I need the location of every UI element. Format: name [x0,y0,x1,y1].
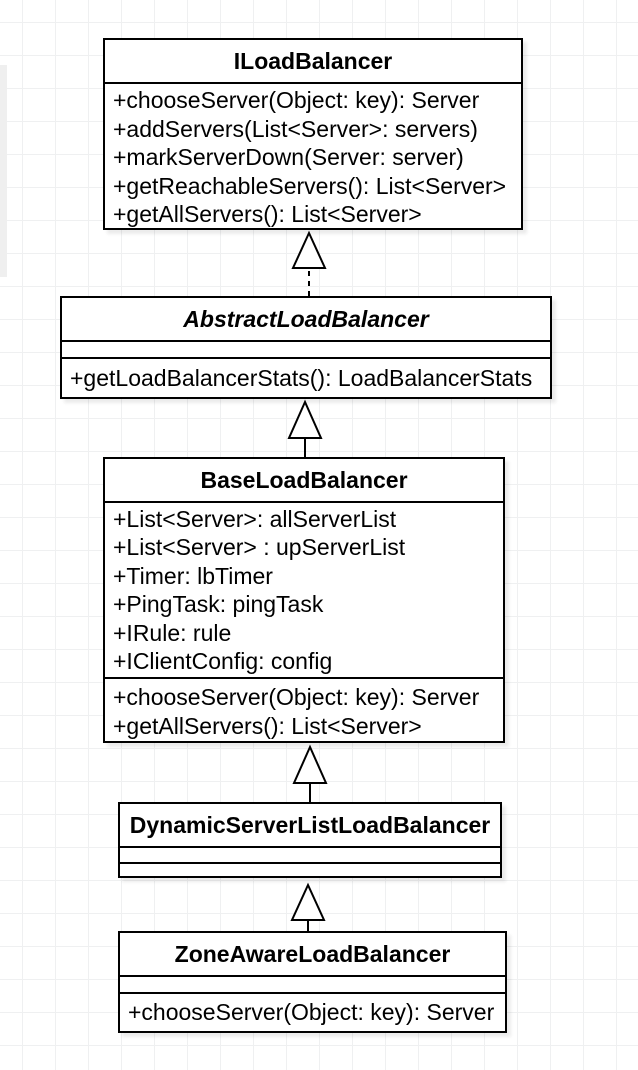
generalization-arrow-zoneaware-to-dynamic[interactable] [290,882,326,931]
realization-arrow-abstract-to-iloadbalancer[interactable] [291,230,327,296]
methods-section: +chooseServer(Object: key): Server +addS… [105,84,521,228]
methods-section: +chooseServer(Object: key): Server [120,992,505,1031]
inheritance-triangle-icon [291,230,327,269]
generalization-arrow-base-to-abstract[interactable] [287,399,323,457]
class-title: DynamicServerListLoadBalancer [120,804,500,848]
method-item: +chooseServer(Object: key): Server [128,999,495,1025]
attribute-item: +List<Server> : upServerList [113,534,406,561]
class-abstractloadbalancer[interactable]: AbstractLoadBalancer +getLoadBalancerSta… [60,296,552,399]
class-title: AbstractLoadBalancer [62,298,550,342]
class-dynamicserverlistloadbalancer[interactable]: DynamicServerListLoadBalancer [118,802,502,878]
class-baseloadbalancer[interactable]: BaseLoadBalancer +List<Server>: allServe… [103,457,505,743]
attribute-item: +IClientConfig: config [113,648,333,675]
attributes-section-empty [62,342,550,357]
class-title: BaseLoadBalancer [105,459,503,503]
attribute-item: +List<Server>: allServerList [113,506,397,532]
inheritance-triangle-icon [292,744,328,784]
methods-section-empty [120,862,500,874]
method-item: +getLoadBalancerStats(): LoadBalancerSta… [70,364,533,391]
inheritance-triangle-icon [290,882,326,921]
method-item: +chooseServer(Object: key): Server [113,684,480,710]
method-item: +chooseServer(Object: key): Server [113,87,480,113]
class-zoneawareloadbalancer[interactable]: ZoneAwareLoadBalancer +chooseServer(Obje… [118,931,507,1033]
method-item: +markServerDown(Server: server) [113,144,464,171]
method-item: +getAllServers(): List<Server> [113,712,422,739]
method-item: +getReachableServers(): List<Server> [113,172,507,199]
method-item: +addServers(List<Server>: servers) [113,115,478,142]
method-item: +getAllServers(): List<Server> [113,201,422,228]
inheritance-triangle-icon [287,399,323,439]
offcanvas-shape-edge [0,65,7,277]
class-title: ZoneAwareLoadBalancer [120,933,505,977]
attributes-section-empty [120,977,505,992]
generalization-arrow-dynamic-to-base[interactable] [292,744,328,802]
attribute-item: +PingTask: pingTask [113,591,324,618]
attributes-section: +List<Server>: allServerList +List<Serve… [105,503,503,677]
attribute-item: +Timer: lbTimer [113,562,273,589]
class-iloadbalancer[interactable]: ILoadBalancer +chooseServer(Object: key)… [103,38,523,230]
methods-section: +chooseServer(Object: key): Server +getA… [105,677,503,741]
class-title: ILoadBalancer [105,40,521,84]
methods-section: +getLoadBalancerStats(): LoadBalancerSta… [62,357,550,397]
attribute-item: +IRule: rule [113,619,232,646]
attributes-section-empty [120,848,500,862]
